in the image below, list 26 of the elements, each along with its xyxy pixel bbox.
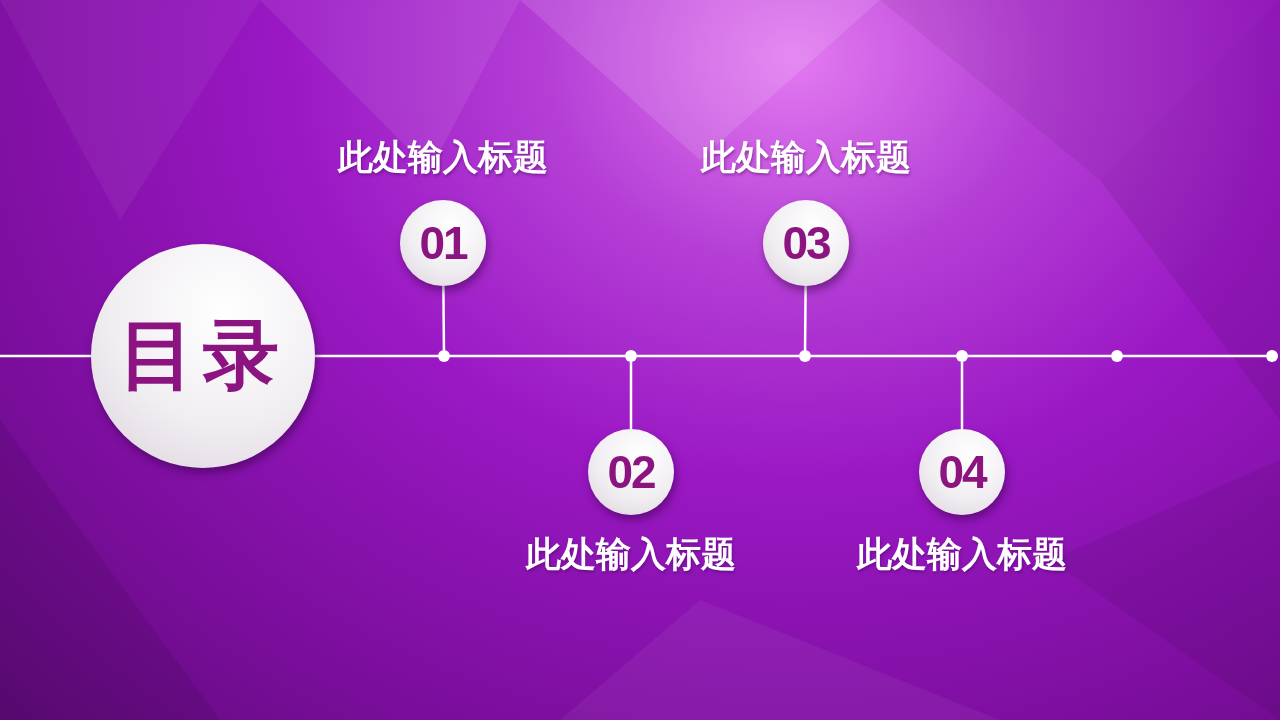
timeline-line — [637, 354, 799, 358]
timeline-line — [1123, 354, 1266, 358]
section-heading: 此处输入标题 — [336, 136, 549, 179]
timeline-dot — [1266, 350, 1278, 362]
timeline-dot — [956, 350, 968, 362]
title-circle: 目录 — [91, 244, 315, 468]
section-heading: 此处输入标题 — [524, 533, 737, 576]
number-circle: 03 — [763, 200, 849, 286]
timeline-dot — [799, 350, 811, 362]
number-circle: 02 — [588, 429, 674, 515]
stem-line — [960, 362, 964, 429]
timeline-line — [0, 354, 91, 358]
section-heading: 此处输入标题 — [699, 136, 912, 179]
stem-line — [442, 286, 446, 350]
timeline-dot — [1111, 350, 1123, 362]
timeline-line — [450, 354, 625, 358]
stem-line — [803, 286, 807, 350]
number-circle: 01 — [400, 200, 486, 286]
timeline-dot — [438, 350, 450, 362]
timeline-line — [811, 354, 956, 358]
stem-line — [629, 362, 633, 429]
number-circle: 04 — [919, 429, 1005, 515]
timeline-line — [968, 354, 1111, 358]
timeline-dot — [625, 350, 637, 362]
section-heading: 此处输入标题 — [855, 533, 1068, 576]
timeline-line — [315, 354, 438, 358]
